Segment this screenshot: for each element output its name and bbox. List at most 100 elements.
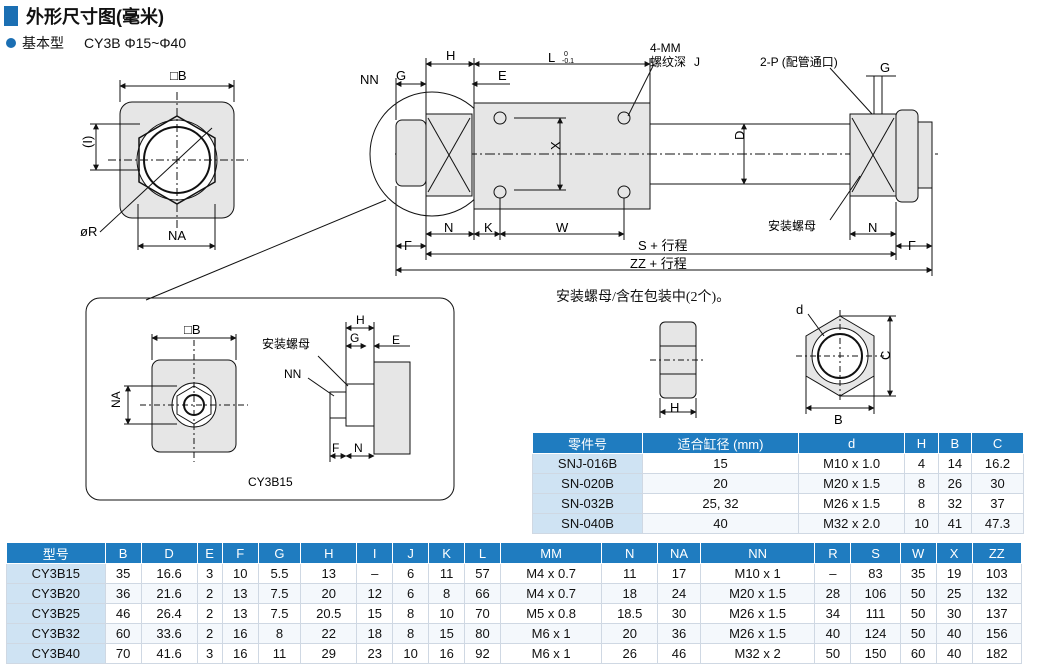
- dim-cell: 132: [971, 583, 1023, 604]
- label-mount-nut: 安装螺母: [768, 218, 816, 233]
- dim-cell: 50: [899, 603, 937, 624]
- nut-cell: 37: [971, 493, 1024, 514]
- dim-cell: M26 x 1.5: [699, 623, 816, 644]
- dim-header-cell: H: [300, 542, 358, 564]
- dim-header-cell: I: [356, 542, 394, 564]
- dim-cell: 8: [392, 623, 430, 644]
- dim-cell: 19: [935, 563, 973, 584]
- label-NN: NN: [360, 72, 379, 87]
- nut-header-cell: 零件号: [531, 432, 644, 454]
- dim-cell: 20: [601, 623, 659, 644]
- page-title: 外形尺寸图(毫米): [4, 4, 164, 28]
- dim-cell: 18: [356, 623, 394, 644]
- inset-label-H: H: [356, 313, 365, 327]
- nut-cell: 4: [904, 453, 939, 474]
- dim-cell: M26 x 1.5: [699, 603, 816, 624]
- nut-header-cell: d: [797, 432, 906, 454]
- dim-cell: 28: [814, 583, 852, 604]
- nut-cell: 30: [971, 473, 1024, 494]
- nut-model-cell: SN-020B: [531, 473, 644, 494]
- dim-cell: 40: [935, 623, 973, 644]
- nut-cell: M26 x 1.5: [797, 493, 906, 514]
- nut-cell: M20 x 1.5: [797, 473, 906, 494]
- dim-cell: 25: [935, 583, 973, 604]
- label-K: K: [484, 220, 493, 235]
- dim-cell: 60: [899, 643, 937, 664]
- dim-cell: 26: [601, 643, 659, 664]
- dim-cell: 8: [428, 583, 466, 604]
- nut-cell: M10 x 1.0: [797, 453, 906, 474]
- dim-cell: 13: [300, 563, 358, 584]
- dim-cell: 3: [196, 563, 223, 584]
- label-F: F: [404, 238, 412, 253]
- dim-header-cell: R: [814, 542, 852, 564]
- dim-cell: 7.5: [257, 603, 302, 624]
- inset-label-mount-nut: 安装螺母: [262, 336, 310, 351]
- dim-cell: 2: [196, 623, 223, 644]
- dim-cell: 182: [971, 643, 1023, 664]
- dim-header-cell: 型号: [6, 542, 106, 564]
- dim-cell: M32 x 2: [699, 643, 816, 664]
- inset-label-F: F: [332, 441, 339, 455]
- dim-cell: 57: [464, 563, 501, 584]
- inset-label-N: N: [354, 441, 363, 455]
- dim-cell: 41.6: [140, 643, 198, 664]
- dim-cell: 2: [196, 603, 223, 624]
- label-G: G: [396, 68, 406, 83]
- dim-cell: 83: [850, 563, 901, 584]
- dim-cell: 6: [392, 563, 430, 584]
- nut-label-B: B: [834, 412, 843, 427]
- dim-cell: 70: [464, 603, 501, 624]
- dim-cell: 33.6: [140, 623, 198, 644]
- dim-cell: 16: [221, 643, 259, 664]
- dim-cell: –: [814, 563, 852, 584]
- nut-label-d: d: [796, 302, 803, 317]
- dim-cell: 18: [601, 583, 659, 604]
- nut-cell: 47.3: [971, 513, 1024, 534]
- inset-detail: [85, 297, 455, 501]
- nut-cell: 32: [937, 493, 973, 514]
- nut-label-C: C: [878, 351, 893, 360]
- label-ZZ: ZZ + 行程: [630, 256, 687, 271]
- nut-header-cell: B: [937, 432, 973, 454]
- dim-header-cell: S: [850, 542, 901, 564]
- dim-header-cell: F: [221, 542, 259, 564]
- nut-cell: 26: [937, 473, 973, 494]
- title-text: 外形尺寸图(毫米): [26, 7, 164, 27]
- dim-cell: 80: [464, 623, 501, 644]
- label-E: E: [498, 68, 507, 83]
- label-D: D: [732, 131, 747, 140]
- label-L-tol-bottom: -0.1: [562, 58, 574, 65]
- nut-cell: 8: [904, 493, 939, 514]
- dim-cell: 24: [657, 583, 701, 604]
- inset-label-NN: NN: [284, 367, 301, 381]
- inset-label-NA: NA: [109, 391, 123, 408]
- dim-cell: 15: [428, 623, 466, 644]
- dim-cell: 111: [850, 603, 901, 624]
- label-J: J: [694, 55, 700, 69]
- label-F-right: F: [908, 238, 916, 253]
- subtitle-series: CY3B Φ15~Φ40: [84, 35, 187, 51]
- nut-model-cell: SN-032B: [531, 493, 644, 514]
- dim-header-cell: B: [104, 542, 142, 564]
- dim-cell: 20: [300, 583, 358, 604]
- dim-cell: 11: [257, 643, 302, 664]
- dim-cell: 60: [104, 623, 142, 644]
- dim-cell: 22: [300, 623, 358, 644]
- dim-cell: 70: [104, 643, 142, 664]
- dim-cell: –: [356, 563, 394, 584]
- label-thread-depth: 螺纹深: [650, 55, 686, 69]
- label-S: S + 行程: [638, 238, 688, 253]
- dim-header-cell: G: [257, 542, 302, 564]
- dim-cell: 18.5: [601, 603, 659, 624]
- dim-cell: 16: [428, 643, 466, 664]
